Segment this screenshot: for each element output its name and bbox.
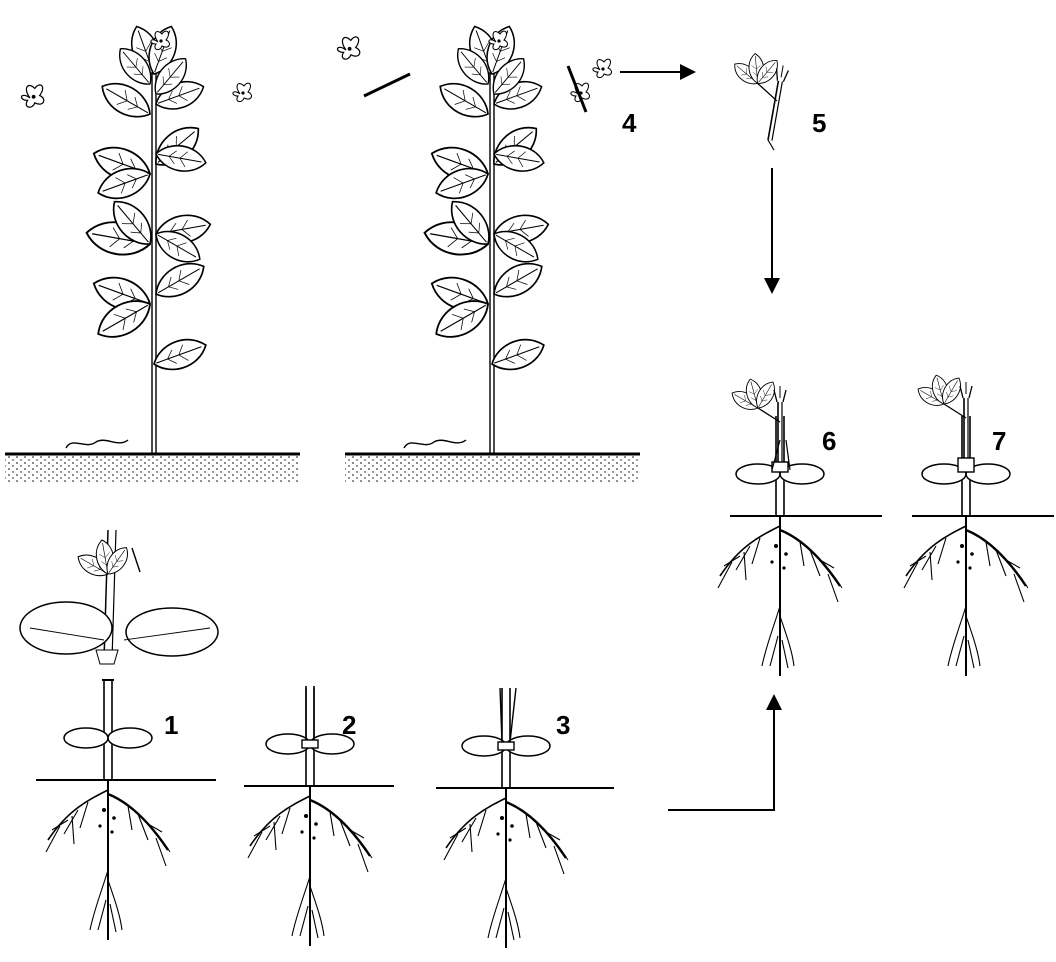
step-number-2: 2	[342, 710, 357, 740]
step-number-5: 5	[812, 108, 827, 138]
step-number-7: 7	[992, 426, 1007, 456]
cut-scion	[719, 48, 790, 151]
rootstock-step-1	[36, 679, 216, 940]
step-number-6: 6	[822, 426, 837, 456]
mature-plant-left	[5, 22, 300, 482]
rootstock-step-2	[244, 686, 394, 946]
step-number-4: 4	[622, 108, 637, 138]
arrow-rootstock-to-graft	[668, 694, 782, 811]
mature-plant-cut	[336, 22, 640, 482]
arrow-scion-to-graft	[764, 168, 780, 294]
arrow-plant-to-scion	[620, 64, 696, 80]
grafted-step-7	[904, 373, 1054, 676]
step-number-3: 3	[556, 710, 571, 740]
grafted-step-6	[718, 377, 882, 676]
seedling-top	[19, 529, 219, 665]
rootstock-step-3	[436, 688, 614, 948]
step-number-1: 1	[164, 710, 179, 740]
